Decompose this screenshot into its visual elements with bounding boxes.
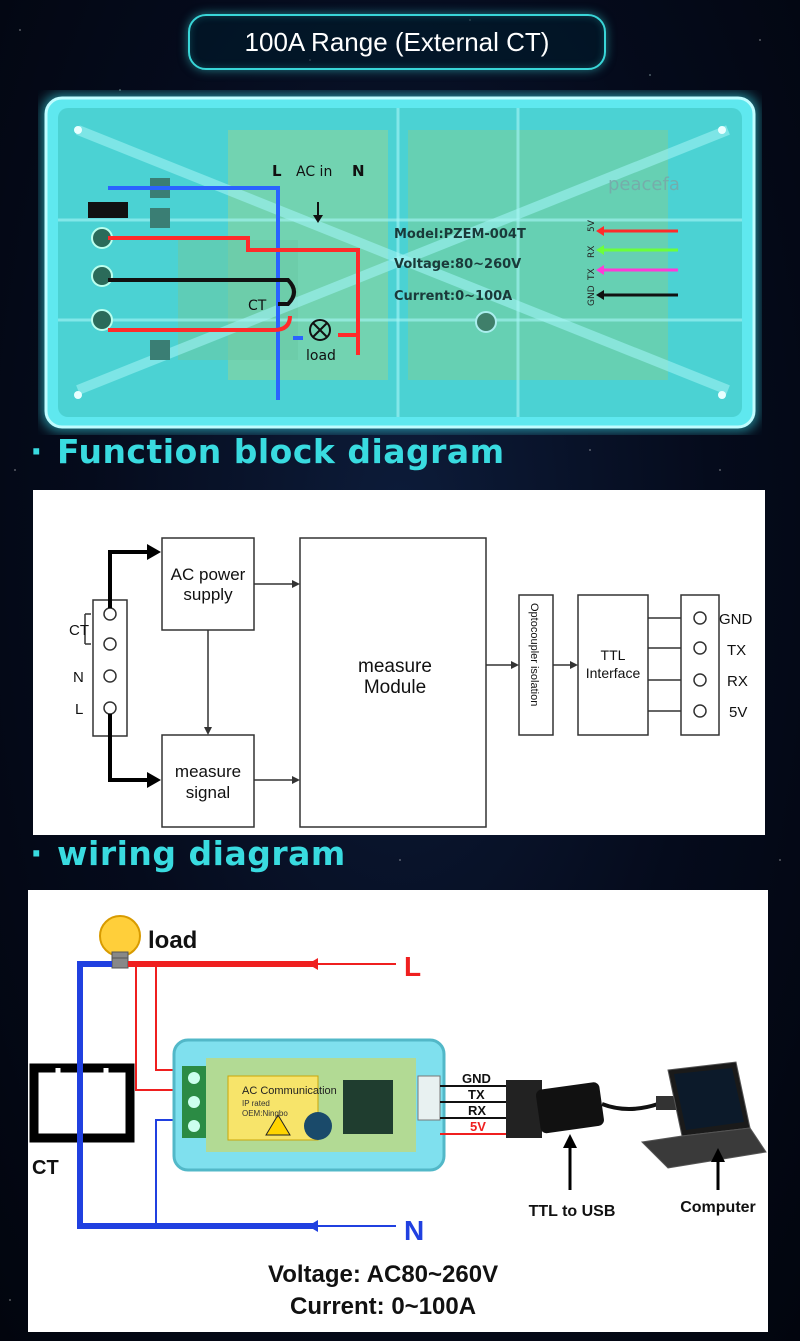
tx-wire-label: TX bbox=[468, 1087, 485, 1102]
wires bbox=[108, 186, 360, 400]
5v-wire-label: 5V bbox=[470, 1119, 486, 1134]
svg-text:AC Communication: AC Communication bbox=[242, 1085, 337, 1097]
ct-label: CT bbox=[248, 298, 267, 314]
svg-text:IP rated: IP rated bbox=[242, 1099, 270, 1108]
measure-signal-label-1: measure bbox=[175, 762, 241, 781]
rx-pin-label: RX bbox=[727, 673, 748, 690]
pin-header-box bbox=[680, 594, 720, 736]
wiring-diagram: load L N CT bbox=[29, 915, 767, 1320]
5v-pin-label: 5V bbox=[729, 704, 747, 721]
measure-module-label-2: Module bbox=[364, 677, 426, 698]
neutral-label: N bbox=[352, 162, 365, 180]
ac-power-label-1: AC power bbox=[171, 565, 246, 584]
line-l-label: L bbox=[404, 951, 421, 982]
module-photo: L AC in N CT load Model:PZEM-004T Voltag… bbox=[42, 94, 758, 431]
rx-wire-label: RX bbox=[468, 1103, 486, 1118]
load-label: load bbox=[306, 348, 336, 364]
ct-label: CT bbox=[32, 1157, 59, 1179]
block-diagram-panel: CT N L AC power supply measure signal me… bbox=[33, 490, 765, 835]
terminal-3 bbox=[103, 669, 117, 683]
computer-label: Computer bbox=[680, 1199, 756, 1216]
current-spec: Current: 0~100A bbox=[290, 1293, 476, 1320]
current-spec: Current:0~100A bbox=[394, 289, 512, 304]
optocoupler-label: Optocoupler isolation bbox=[528, 603, 540, 706]
interface-label: Interface bbox=[586, 665, 641, 681]
line-label: L bbox=[272, 162, 282, 180]
gnd-wire-label: GND bbox=[462, 1071, 491, 1086]
ac-power-supply-box bbox=[161, 537, 255, 631]
measure-module-box bbox=[299, 537, 487, 828]
bullet: · bbox=[30, 834, 44, 873]
wiring-title: wiring diagram bbox=[57, 834, 346, 873]
screw-terminals bbox=[88, 178, 170, 360]
svg-text:GND: GND bbox=[587, 285, 597, 306]
terminal-4 bbox=[103, 701, 117, 715]
ct-terminal-label: CT bbox=[69, 622, 89, 639]
measure-signal-box bbox=[161, 734, 255, 828]
l-terminal-label: L bbox=[75, 701, 83, 718]
load-lamp-symbol bbox=[309, 319, 331, 341]
pzem-module-image: AC Communication IP rated OEM:Ningbo bbox=[172, 1038, 446, 1172]
voltage-spec: Voltage: AC80~260V bbox=[268, 1261, 498, 1288]
bullet: · bbox=[30, 432, 44, 471]
range-title: 100A Range (External CT) bbox=[188, 14, 606, 70]
svg-text:OEM:Ningbo: OEM:Ningbo bbox=[242, 1109, 288, 1118]
voltage-spec: Voltage:80~260V bbox=[394, 257, 521, 272]
load-label: load bbox=[148, 927, 197, 954]
svg-text:RX: RX bbox=[587, 246, 597, 258]
wiring-heading: · wiring diagram bbox=[30, 834, 346, 873]
tx-pin-label: TX bbox=[727, 642, 746, 659]
ac-power-label-2: supply bbox=[183, 585, 233, 604]
ac-in-label: AC in bbox=[296, 164, 332, 180]
terminal-1 bbox=[103, 607, 117, 621]
measure-module-label-1: measure bbox=[358, 656, 432, 677]
load-bulb-icon bbox=[99, 915, 141, 969]
model-label: Model:PZEM-004T bbox=[394, 227, 526, 242]
gnd-pin-label: GND bbox=[719, 611, 753, 628]
terminal-2 bbox=[103, 637, 117, 651]
computer-laptop-icon bbox=[640, 1061, 767, 1169]
n-terminal-label: N bbox=[73, 669, 84, 686]
ttl-label: TTL bbox=[601, 647, 626, 663]
svg-text:5V: 5V bbox=[587, 219, 597, 232]
ttl-to-usb-label: TTL to USB bbox=[529, 1203, 616, 1220]
ttl-to-usb-adapter-icon bbox=[506, 1080, 694, 1138]
supply-feed-arrow bbox=[108, 550, 151, 608]
ttl-pins: 5V RX TX GND bbox=[587, 219, 678, 306]
signal-feed-arrow bbox=[108, 714, 151, 782]
svg-text:TX: TX bbox=[587, 268, 597, 281]
neutral-n-label: N bbox=[404, 1215, 424, 1246]
wiring-panel: load L N CT bbox=[28, 890, 768, 1332]
brand-logo: peacefa bbox=[608, 174, 680, 195]
function-block-heading: · Function block diagram bbox=[30, 432, 505, 471]
function-block-title: Function block diagram bbox=[57, 432, 505, 471]
block-diagram: CT N L AC power supply measure signal me… bbox=[69, 537, 753, 828]
measure-signal-label-2: signal bbox=[186, 783, 230, 802]
